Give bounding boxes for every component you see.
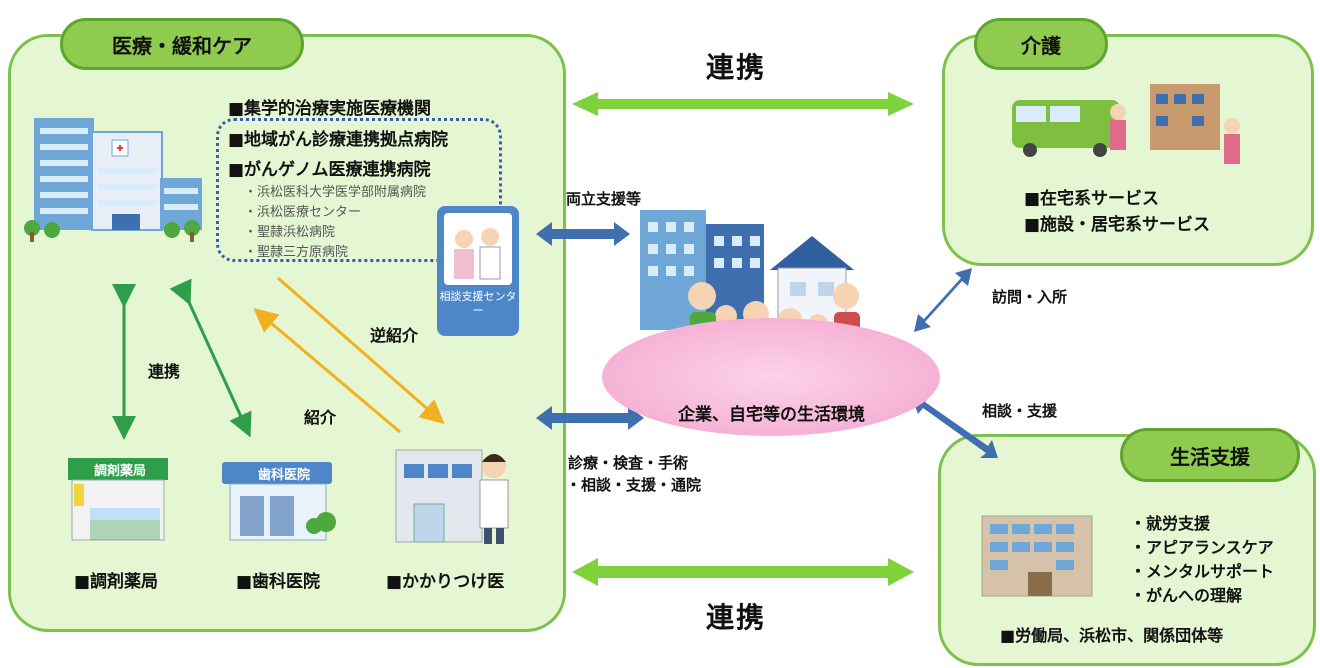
work-support-label: 両立支援等 (566, 190, 642, 208)
life-item-3: ・メンタルサポート (1130, 562, 1275, 581)
top-link-label: 連携 (706, 51, 767, 84)
bottom-link-label: 連携 (706, 601, 767, 634)
work-support-arrow (536, 222, 630, 246)
visit-label: 訪問・入所 (992, 288, 1068, 306)
visit-arrow (914, 268, 972, 332)
care-service-2: ■施設・居宅系サービス (1024, 215, 1211, 235)
hospital-list-frame (216, 118, 502, 262)
referral-label: 紹介 (304, 408, 337, 427)
treatment-label-1: 診療・検査・手術 (568, 454, 689, 472)
environment-label: 企業、自宅等の生活環境 (678, 405, 865, 425)
hospital-illustration (24, 118, 202, 242)
top-link-arrow (572, 92, 914, 116)
facility-family-doctor: ■かかりつけ医 (386, 572, 505, 592)
medical-title: 医療・緩和ケア (60, 18, 304, 70)
institution-2: ■地域がん診療連携拠点病院 (228, 130, 449, 150)
life-item-4: ・がんへの理解 (1130, 586, 1243, 605)
consult-center: 相談支援センター (437, 206, 519, 336)
medical-link-label: 連携 (148, 362, 181, 381)
facility-dental: ■歯科医院 (236, 572, 321, 592)
consult-center-label: 相談支援センター (439, 290, 517, 317)
care-panel (942, 34, 1314, 266)
reverse-referral-arrow (277, 276, 445, 424)
life-item-2: ・アピアランスケア (1130, 538, 1274, 557)
reverse-referral-label: 逆紹介 (370, 326, 419, 345)
dental-illustration (222, 462, 336, 541)
hospital-1: ・浜松医科大学医学部附属病院 (244, 185, 427, 200)
care-service-1: ■在宅系サービス (1024, 189, 1160, 209)
life-item-1: ・就労支援 (1130, 514, 1211, 533)
life-title: 生活支援 (1120, 428, 1300, 482)
clinic-illustration (395, 449, 509, 544)
hospital-3: ・聖隷浜松病院 (244, 225, 336, 240)
dental-link-arrow (169, 278, 252, 438)
care-title: 介護 (974, 18, 1108, 70)
life-orgs: ■労働局、浜松市、関係団体等 (1000, 626, 1224, 645)
hospital-2: ・浜松医療センター (244, 205, 362, 220)
life-environment-ellipse (602, 318, 940, 436)
treatment-arrow (536, 406, 644, 430)
referral-arrow (253, 308, 401, 434)
consult-label: 相談・支援 (982, 402, 1058, 420)
treatment-label-2: ・相談・支援・通院 (566, 476, 702, 494)
institution-1: ■集学的治療実施医療機関 (228, 99, 432, 119)
pharmacy-illustration (68, 458, 168, 541)
hospital-4: ・聖隷三方原病院 (244, 245, 349, 260)
pharmacy-sign: 調剤薬局 (94, 464, 147, 479)
office-illustration (981, 515, 1093, 597)
consult-arrow (912, 396, 998, 458)
care-illustration (1012, 84, 1240, 164)
institution-3: ■がんゲノム医療連携病院 (228, 160, 431, 180)
facility-pharmacy: ■調剤薬局 (74, 572, 159, 592)
bottom-link-arrow (572, 558, 914, 586)
consult-staff-icon (444, 213, 512, 285)
dental-sign: 歯科医院 (258, 468, 311, 483)
